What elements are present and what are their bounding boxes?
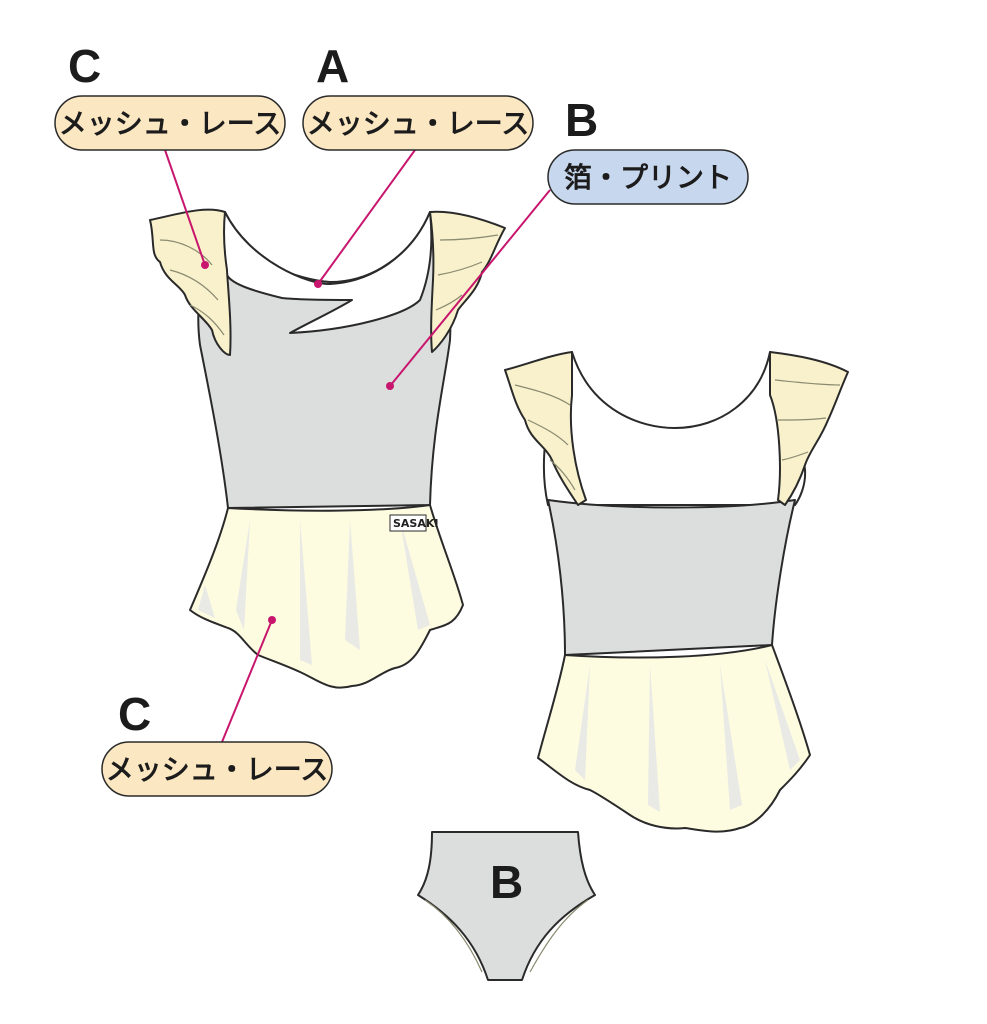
pill-text-a-top: メッシュ・レース bbox=[307, 107, 530, 140]
leader-c-top bbox=[164, 149, 206, 266]
label-c-bottom: C メッシュ・レース bbox=[101, 688, 333, 797]
brand-logo: SASAKI bbox=[393, 517, 439, 530]
shorts-body bbox=[417, 831, 596, 981]
marker-b-top bbox=[386, 382, 394, 390]
shorts: B bbox=[417, 831, 596, 981]
leader-b-top bbox=[389, 189, 551, 387]
pill-text-c-top: メッシュ・レース bbox=[59, 107, 282, 140]
leader-lines bbox=[164, 149, 551, 743]
label-a-top: A メッシュ・レース bbox=[302, 40, 534, 151]
leader-c-bottom bbox=[221, 619, 273, 743]
front-ruffle-left bbox=[149, 208, 232, 356]
marker-a-top bbox=[314, 280, 322, 288]
front-neck-panel bbox=[222, 211, 433, 334]
marker-c-top bbox=[201, 261, 209, 269]
front-skirt bbox=[189, 504, 464, 689]
pill-c-bottom bbox=[101, 741, 333, 797]
pill-text-c-bottom: メッシュ・レース bbox=[106, 753, 329, 786]
front-leotard: SASAKI bbox=[149, 208, 506, 689]
pill-text-b-top: 箔・プリント bbox=[564, 161, 732, 194]
back-skirt bbox=[537, 644, 811, 833]
marker-c-bottom bbox=[268, 616, 276, 624]
letter-b-top: B bbox=[565, 94, 598, 146]
pill-a-top bbox=[302, 95, 534, 151]
letter-c-bottom: C bbox=[118, 688, 151, 740]
pill-c-top bbox=[54, 95, 286, 151]
shorts-letter-b: B bbox=[490, 856, 523, 908]
front-skirt-folds bbox=[198, 520, 430, 665]
leader-a-top bbox=[317, 149, 416, 285]
back-white-panel bbox=[542, 351, 807, 506]
label-c-top: C メッシュ・レース bbox=[54, 40, 286, 151]
back-ruffle-right bbox=[769, 351, 849, 506]
front-ruffle-right bbox=[429, 210, 506, 353]
back-bodice bbox=[547, 499, 796, 656]
letter-a-top: A bbox=[316, 40, 349, 92]
pill-b-top bbox=[547, 149, 749, 205]
label-b-top: B 箔・プリント bbox=[547, 94, 749, 205]
letter-c-top: C bbox=[68, 40, 101, 92]
back-leotard bbox=[504, 351, 849, 833]
